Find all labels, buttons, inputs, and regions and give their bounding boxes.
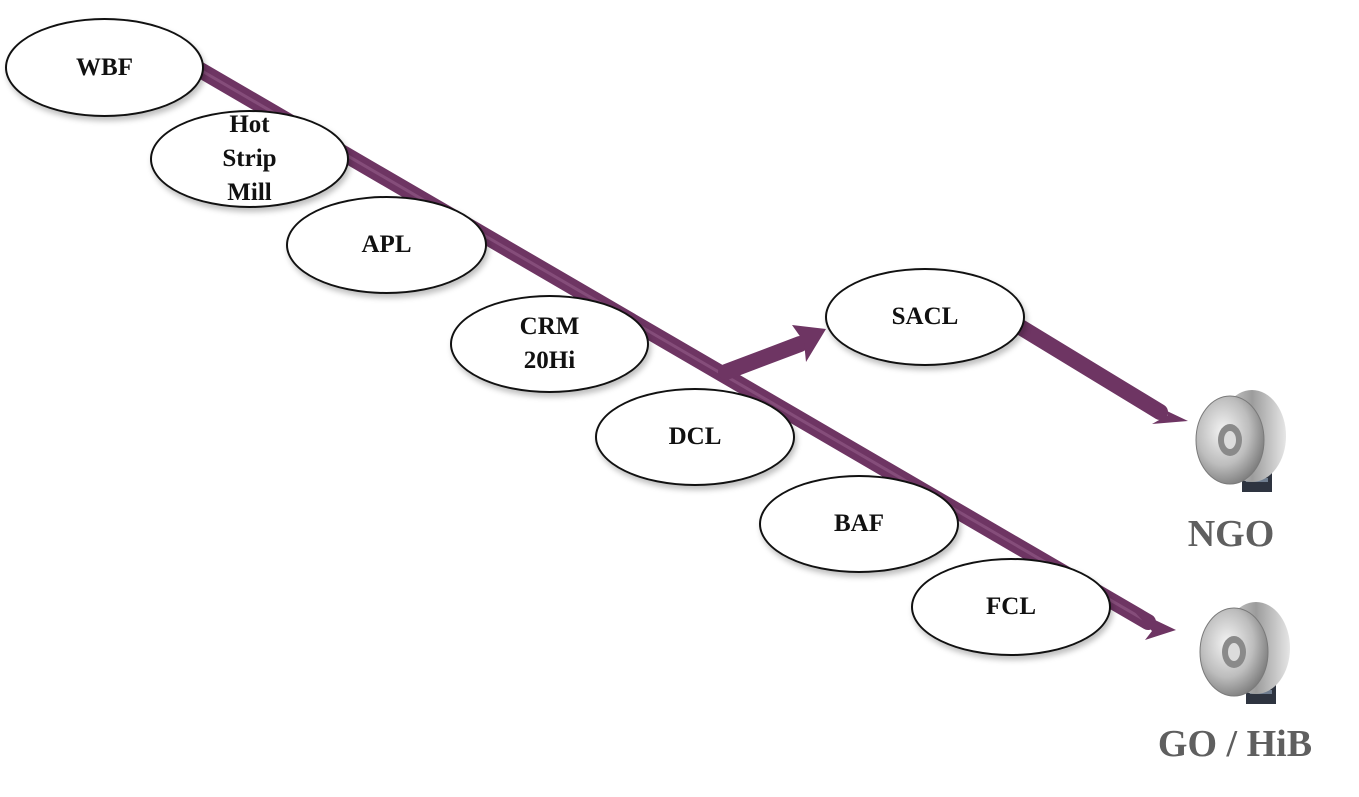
node-sacl: SACL	[825, 268, 1025, 366]
branch-arrow-to-sacl	[718, 325, 826, 380]
node-fcl: FCL	[911, 558, 1111, 656]
node-crm-20hi: CRM 20Hi	[450, 295, 649, 393]
node-dcl: DCL	[595, 388, 795, 486]
node-apl: APL	[286, 196, 487, 294]
sacl-to-ngo-arrow	[1004, 314, 1188, 424]
product-label-ngo: NGO	[1187, 513, 1275, 555]
node-baf: BAF	[759, 475, 959, 573]
steel-coil-icon	[1195, 390, 1286, 492]
node-wbf: WBF	[5, 18, 204, 117]
node-hot-strip-mill: Hot Strip Mill	[150, 110, 349, 208]
product-label-go-hib: GO / HiB	[1157, 723, 1313, 765]
steel-coil-icon	[1199, 602, 1290, 704]
main-flow-arrow	[182, 56, 1176, 640]
